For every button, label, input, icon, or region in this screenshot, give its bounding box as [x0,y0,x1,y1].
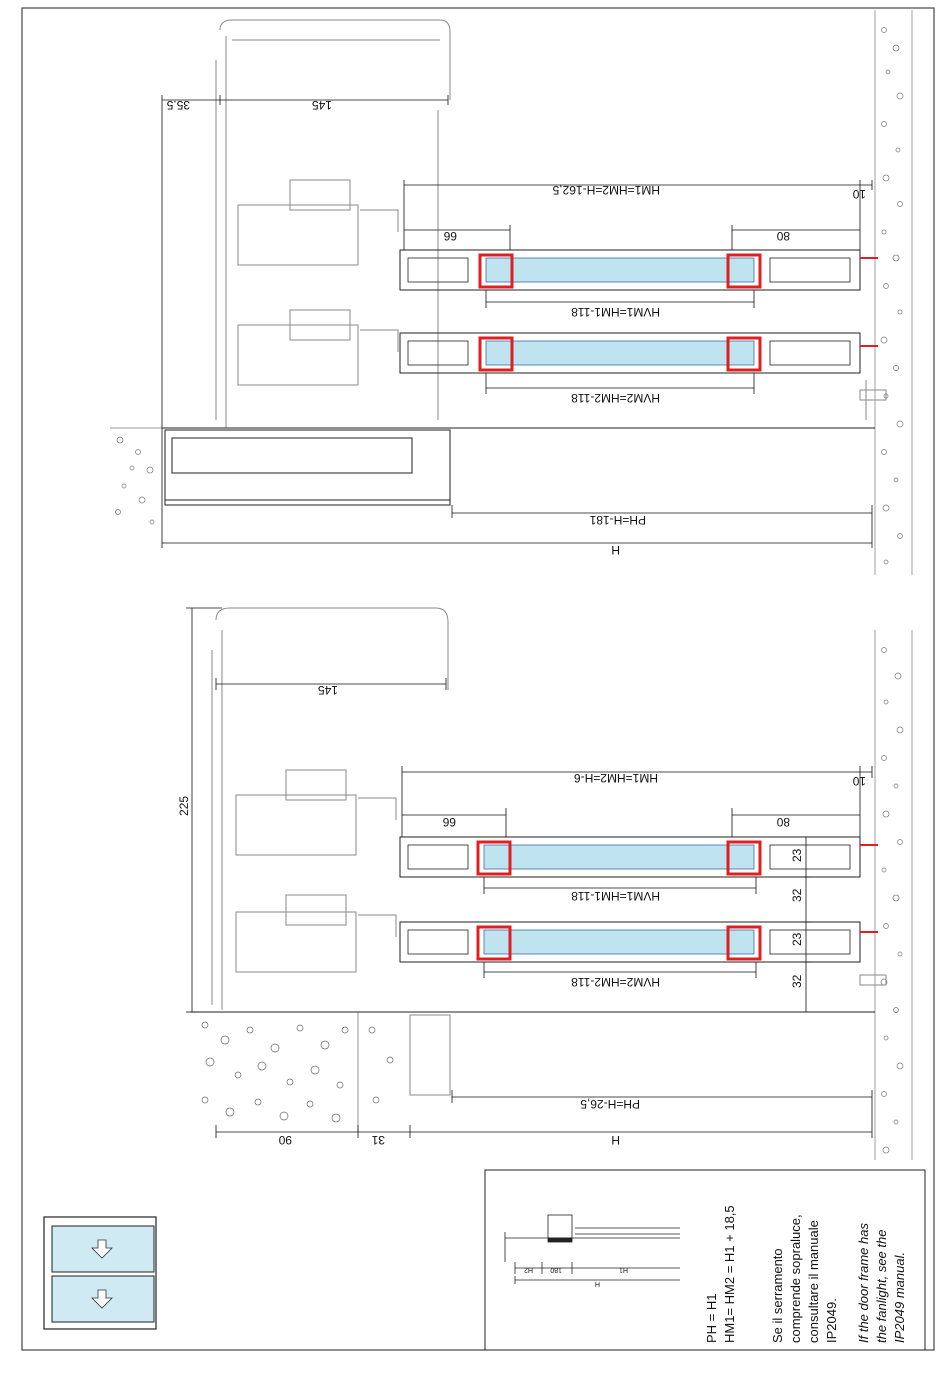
dim-ph-top: PH=H-181 [589,513,646,527]
note-en-3: IP2049 manual. [892,1251,907,1343]
mini-diagram [504,1214,680,1284]
dim-10-bottom: 10 [852,774,866,788]
dim-145-top: 145 [312,98,332,112]
dim-h-bottom: H [611,1133,620,1147]
dim-23a-bottom: 23 [790,848,804,862]
dim-80-bottom: 80 [776,815,790,829]
dim-10-top: 10 [852,187,866,201]
dim-80-top: 80 [776,229,790,243]
floor-hatch-top [110,427,162,525]
mini-h2: H2 [524,1266,533,1273]
dim-145-bottom: 145 [318,683,338,697]
arrow-down-icon [91,1289,113,1309]
dim-35-5-top: 35.5 [166,98,190,112]
note-en-2: the fanlight, see the [874,1229,889,1343]
wall-hatch-top [874,10,913,575]
dim-225-bottom: 225 [177,796,191,816]
dim-66-bottom: 66 [442,815,456,829]
dim-hvm2-bottom: HVM2=HM2-118 [571,975,660,989]
sash-2-bottom [399,921,887,986]
bottom-section: 225 145 HM1=HM2=H-6 10 66 80 HVM1=HM1-11… [177,607,913,1160]
dim-66-top: 66 [443,229,457,243]
sash-1-bottom [399,836,878,878]
mini-180: 180 [550,1266,562,1273]
dim-23b-bottom: 23 [790,932,804,946]
dim-hvm1-bottom: HVM1=HM1-118 [571,889,660,903]
dim-hm-top: HM1=HM2=H-162,5 [552,183,660,197]
sheet-border [21,7,935,1351]
arrow-down-icon [91,1239,113,1259]
dim-ph-bottom: PH=H-26,5 [580,1097,640,1111]
dim-hm-bottom: HM1=HM2=H-6 [574,771,658,785]
note-hm-formula: HM1= HM2 = H1 + 18,5 [722,1205,737,1343]
threshold-top [162,427,875,506]
window-symbol [43,1216,157,1330]
sash-2-top [399,332,887,420]
mini-h1: H1 [619,1266,628,1273]
floor-hatch-bottom [201,1012,394,1132]
top-section: 145 35.5 HM1=HM2=H-162,5 10 66 80 HVM1=H… [110,10,913,575]
dimensions-top [161,95,873,548]
wall-hatch-bottom [874,630,913,1160]
head-profile-top [215,19,451,428]
dim-31-bottom: 31 [371,1133,385,1147]
head-profile-bottom [211,607,451,1096]
sash-1-top [399,249,878,291]
notes-panel: H2 180 H1 H [484,1169,926,1351]
note-en-1: If the door frame has [856,1223,871,1343]
dim-hvm2-top: HVM2=HM2-118 [571,391,660,405]
dim-90-bottom: 90 [278,1133,292,1147]
dim-32a-bottom: 32 [790,888,804,902]
note-it-2: comprende sopraluce, [788,1214,803,1343]
note-it-3: consultare il manuale [806,1220,821,1343]
note-ph-h1: PH = H1 [704,1293,719,1344]
dim-h-top: H [611,543,620,557]
note-it-4: IP2049. [824,1298,839,1343]
dim-hvm1-top: HVM1=HM1-118 [571,305,660,319]
dim-32b-bottom: 32 [790,974,804,988]
note-it-1: Se il serramento [770,1248,785,1343]
dimensions-bottom [186,607,873,1138]
mini-h: H [595,1280,600,1287]
